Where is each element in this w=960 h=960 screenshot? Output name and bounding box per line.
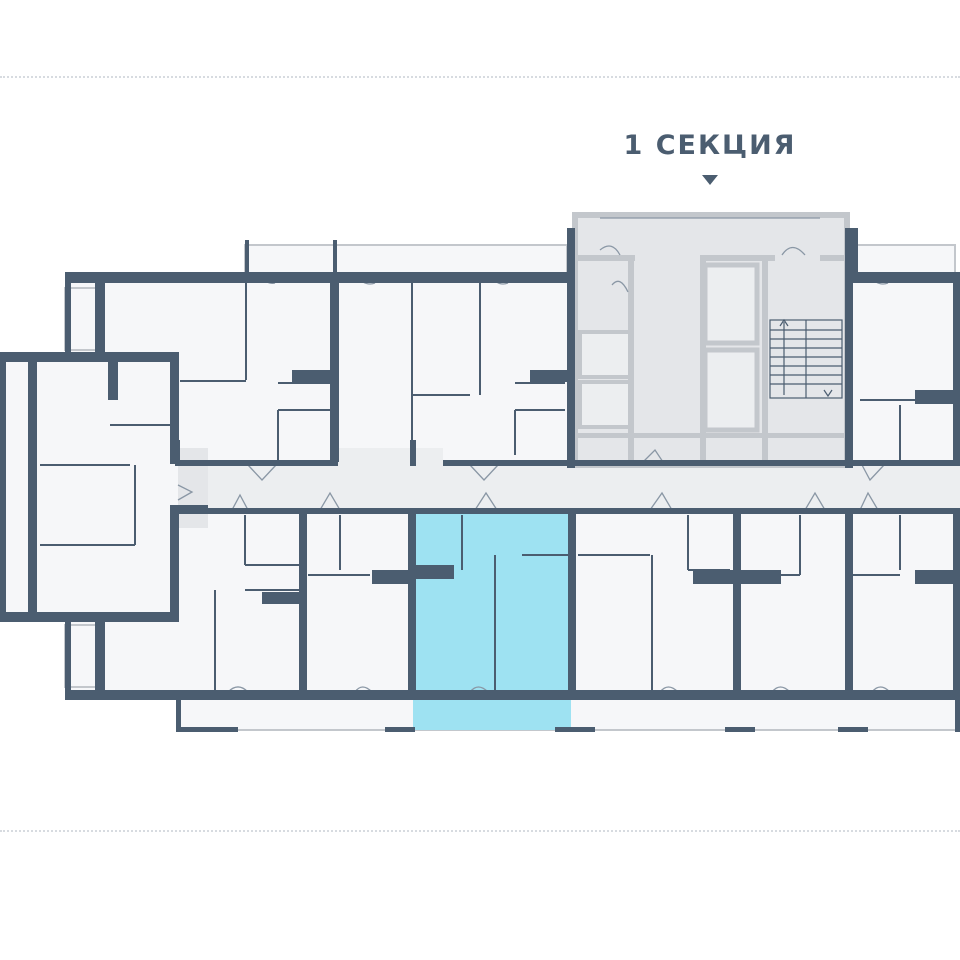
section-label[interactable]: 1 СЕКЦИЯ [623, 130, 797, 161]
shaft-room-2 [578, 380, 632, 429]
corridor-bay [338, 448, 443, 466]
core-lintel-1 [575, 255, 635, 261]
core-partition-1 [628, 255, 634, 465]
core-lintel-2 [705, 255, 775, 261]
core-partition-2 [762, 255, 768, 465]
core-lintel-3 [820, 255, 845, 261]
interior-partitions [40, 283, 915, 695]
shaft-room-1 [578, 330, 632, 379]
section-arrow-icon [702, 175, 718, 185]
structural-walls [0, 228, 960, 732]
staircase [769, 318, 843, 399]
elevator-shaft-1 [702, 262, 760, 346]
core-partition-3 [700, 255, 706, 465]
elevator-shaft-2 [702, 347, 760, 433]
bottom-divider [0, 830, 960, 832]
core-bottom-wall [575, 433, 845, 438]
corridor [178, 465, 960, 510]
top-divider [0, 76, 960, 78]
stair-elevator-core [572, 212, 850, 468]
